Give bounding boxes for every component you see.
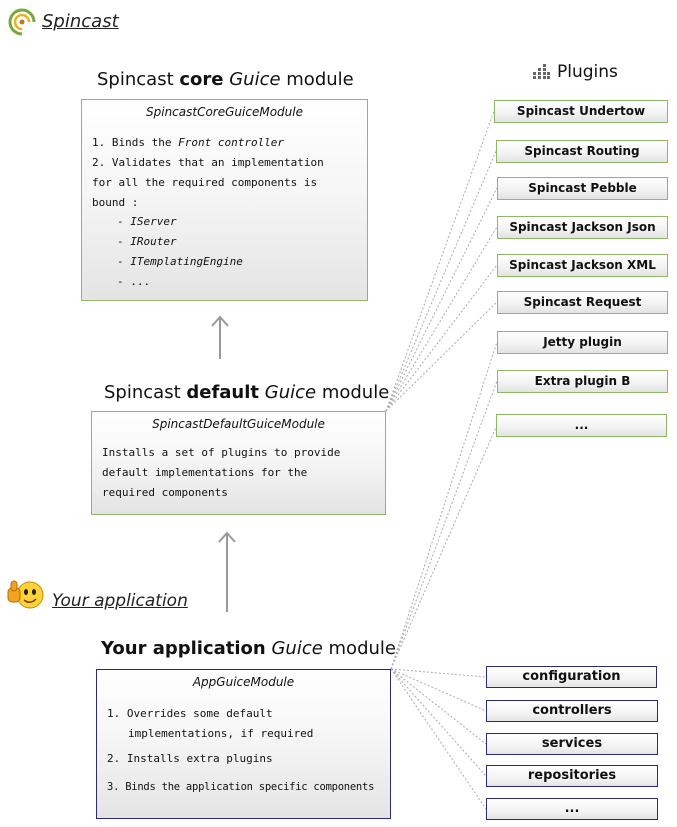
core-line-2: 2. Validates that an implementation <box>92 156 324 169</box>
link-app-services <box>390 668 487 745</box>
component-services[interactable]: services <box>486 733 658 755</box>
default-module-box: SpincastDefaultGuiceModule Installs a se… <box>91 411 386 515</box>
plugins-grid-icon <box>533 64 550 79</box>
core-item-more: - ... <box>117 275 151 288</box>
default-line-3: required components <box>102 486 228 499</box>
plugin-more[interactable]: ... <box>496 414 667 437</box>
core-module-heading: Spincast core Guice module <box>97 69 354 90</box>
core-item-iserver: - IServer <box>117 215 177 228</box>
core-item-irouter: - IRouter <box>117 235 177 248</box>
app-module-box: AppGuiceModule 1. Overrides some default… <box>96 669 391 819</box>
core-line-4: bound : <box>92 196 139 209</box>
link-app-repositories <box>390 668 487 777</box>
link-default-plugin-2 <box>385 150 497 412</box>
core-box-title: SpincastCoreGuiceModule <box>146 105 303 119</box>
default-module-heading: Spincast default Guice module <box>104 382 390 403</box>
app-item-2: 2. Installs extra plugins <box>107 752 273 765</box>
plugin-spincast-jackson-json[interactable]: Spincast Jackson Json <box>497 216 668 239</box>
app-item-3: 3. Binds the application specific compon… <box>107 781 375 793</box>
link-default-plugin-4 <box>385 226 498 412</box>
default-box-title: SpincastDefaultGuiceModule <box>152 417 325 431</box>
plugin-spincast-routing[interactable]: Spincast Routing <box>496 140 668 163</box>
link-default-plugin-5 <box>385 264 498 412</box>
plugin-spincast-pebble[interactable]: Spincast Pebble <box>497 177 668 200</box>
link-app-plugin-extra <box>390 380 498 670</box>
thumbs-up-smiley-icon <box>7 580 44 609</box>
link-default-plugin-6 <box>385 301 498 412</box>
default-line-2: default implementations for the <box>102 466 308 479</box>
app-item-1-line-2: implementations, if required <box>128 727 314 740</box>
default-line-1: Installs a set of plugins to provide <box>102 446 341 459</box>
component-controllers[interactable]: controllers <box>486 700 658 722</box>
plugin-spincast-request[interactable]: Spincast Request <box>497 291 668 314</box>
component-configuration[interactable]: configuration <box>486 666 657 688</box>
core-line-1: 1. Binds the Front controller <box>92 136 285 149</box>
plugin-spincast-jackson-xml[interactable]: Spincast Jackson XML <box>497 254 668 277</box>
logo-title[interactable]: Spincast <box>42 11 119 32</box>
core-item-itemplatingengine: - ITemplatingEngine <box>117 255 243 268</box>
app-box-title: AppGuiceModule <box>192 675 295 689</box>
component-repositories[interactable]: repositories <box>486 765 658 787</box>
plugins-title: Plugins <box>557 62 618 82</box>
plugin-extra-b[interactable]: Extra plugin B <box>497 370 668 393</box>
core-line-3: for all the required components is <box>92 176 318 189</box>
link-app-more <box>390 668 487 810</box>
link-app-controllers <box>390 668 487 712</box>
plugin-jetty[interactable]: Jetty plugin <box>497 331 668 354</box>
app-item-1-line-1: 1. Overrides some default <box>107 707 273 720</box>
app-module-heading: Your application Guice module <box>101 638 396 659</box>
plugin-spincast-undertow[interactable]: Spincast Undertow <box>494 100 668 123</box>
your-application-label[interactable]: Your application <box>52 591 188 611</box>
core-module-box: SpincastCoreGuiceModule 1. Binds the Fro… <box>81 99 368 301</box>
spincast-logo-icon <box>8 8 36 36</box>
link-app-config <box>390 668 487 678</box>
component-more[interactable]: ... <box>486 798 658 820</box>
link-app-plugin-more <box>390 424 498 670</box>
link-app-plugin-jetty <box>390 341 498 670</box>
link-default-plugin-1 <box>385 110 495 412</box>
link-default-plugin-3 <box>385 187 498 412</box>
